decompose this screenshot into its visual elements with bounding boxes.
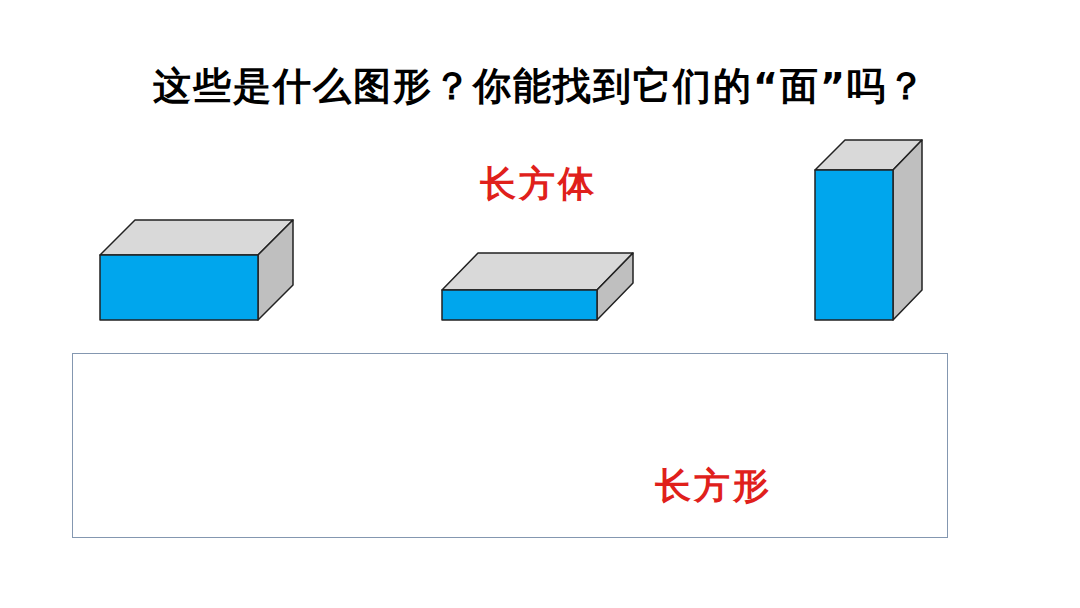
shape-label: 长方体 xyxy=(480,160,597,209)
cuboid-side-face xyxy=(258,220,293,320)
cuboid-side-face xyxy=(893,140,922,320)
cuboid-front-face xyxy=(815,170,893,320)
answer-box: 长方形 xyxy=(72,353,948,538)
cuboid-front-face xyxy=(100,255,258,320)
cuboid-front-face xyxy=(442,290,597,320)
cuboid-side-face xyxy=(597,253,633,320)
box-text: 长方形 xyxy=(655,462,772,511)
title: 这些是什么图形？你能找到它们的“面”吗？ xyxy=(153,61,927,112)
